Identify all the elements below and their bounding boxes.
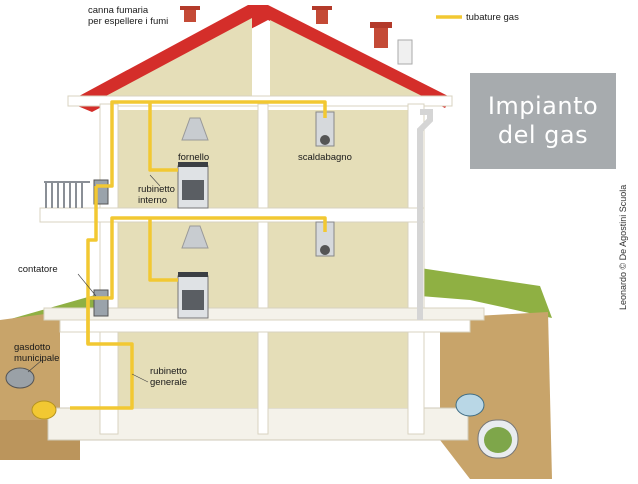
grass-right	[420, 268, 552, 318]
ground-floor-right	[268, 332, 408, 408]
chimney-middle	[312, 6, 332, 24]
stove-middle	[177, 272, 209, 319]
attic-right	[270, 20, 430, 100]
label-stove: fornello	[178, 152, 209, 163]
label-main-line2: municipale	[14, 353, 59, 364]
inner-wall	[257, 103, 269, 435]
legend-label: tubature gas	[466, 12, 519, 23]
label-meter: contatore	[18, 264, 58, 275]
outer-wall-left	[99, 103, 119, 435]
roof-right	[268, 5, 452, 108]
sewer-pipe-right	[455, 393, 519, 459]
downspout	[417, 109, 433, 320]
water-heater-middle	[315, 221, 335, 257]
middle-floor-right	[268, 222, 408, 318]
title-line1: Impianto	[487, 92, 599, 120]
label-general-valve-line1: rubinetto	[150, 366, 187, 377]
label-main-line1: gasdotto	[14, 342, 50, 353]
stove-upper	[177, 162, 209, 209]
municipal-main	[5, 367, 57, 420]
title-line2: del gas	[497, 121, 589, 149]
hood-upper	[181, 117, 209, 141]
chimney-right	[370, 22, 413, 65]
label-chimney-line2: per espellere i fumi	[88, 16, 168, 27]
balcony-railing	[44, 181, 90, 208]
attic-left	[104, 18, 252, 98]
label-general-valve-line2: generale	[150, 377, 187, 388]
credit-text: Leonardo © De Agostini Scuola	[618, 184, 628, 310]
label-internal-valve-line1: rubinetto	[138, 184, 175, 195]
label-internal-valve-line2: interno	[138, 195, 167, 206]
hood-middle	[181, 225, 209, 249]
meter-lower	[93, 289, 109, 317]
leader-lines	[27, 174, 161, 383]
terrace-right	[43, 307, 485, 321]
upper-floor-right	[268, 110, 408, 208]
chimney-left	[180, 6, 200, 22]
label-chimney-line1: canna fumaria	[88, 5, 149, 16]
title-box: Impianto del gas	[470, 73, 616, 169]
gas-pipes	[70, 100, 327, 410]
label-water-heater: scaldabagno	[298, 152, 352, 163]
roof-left	[68, 5, 268, 112]
ground-floor-left	[118, 332, 258, 408]
